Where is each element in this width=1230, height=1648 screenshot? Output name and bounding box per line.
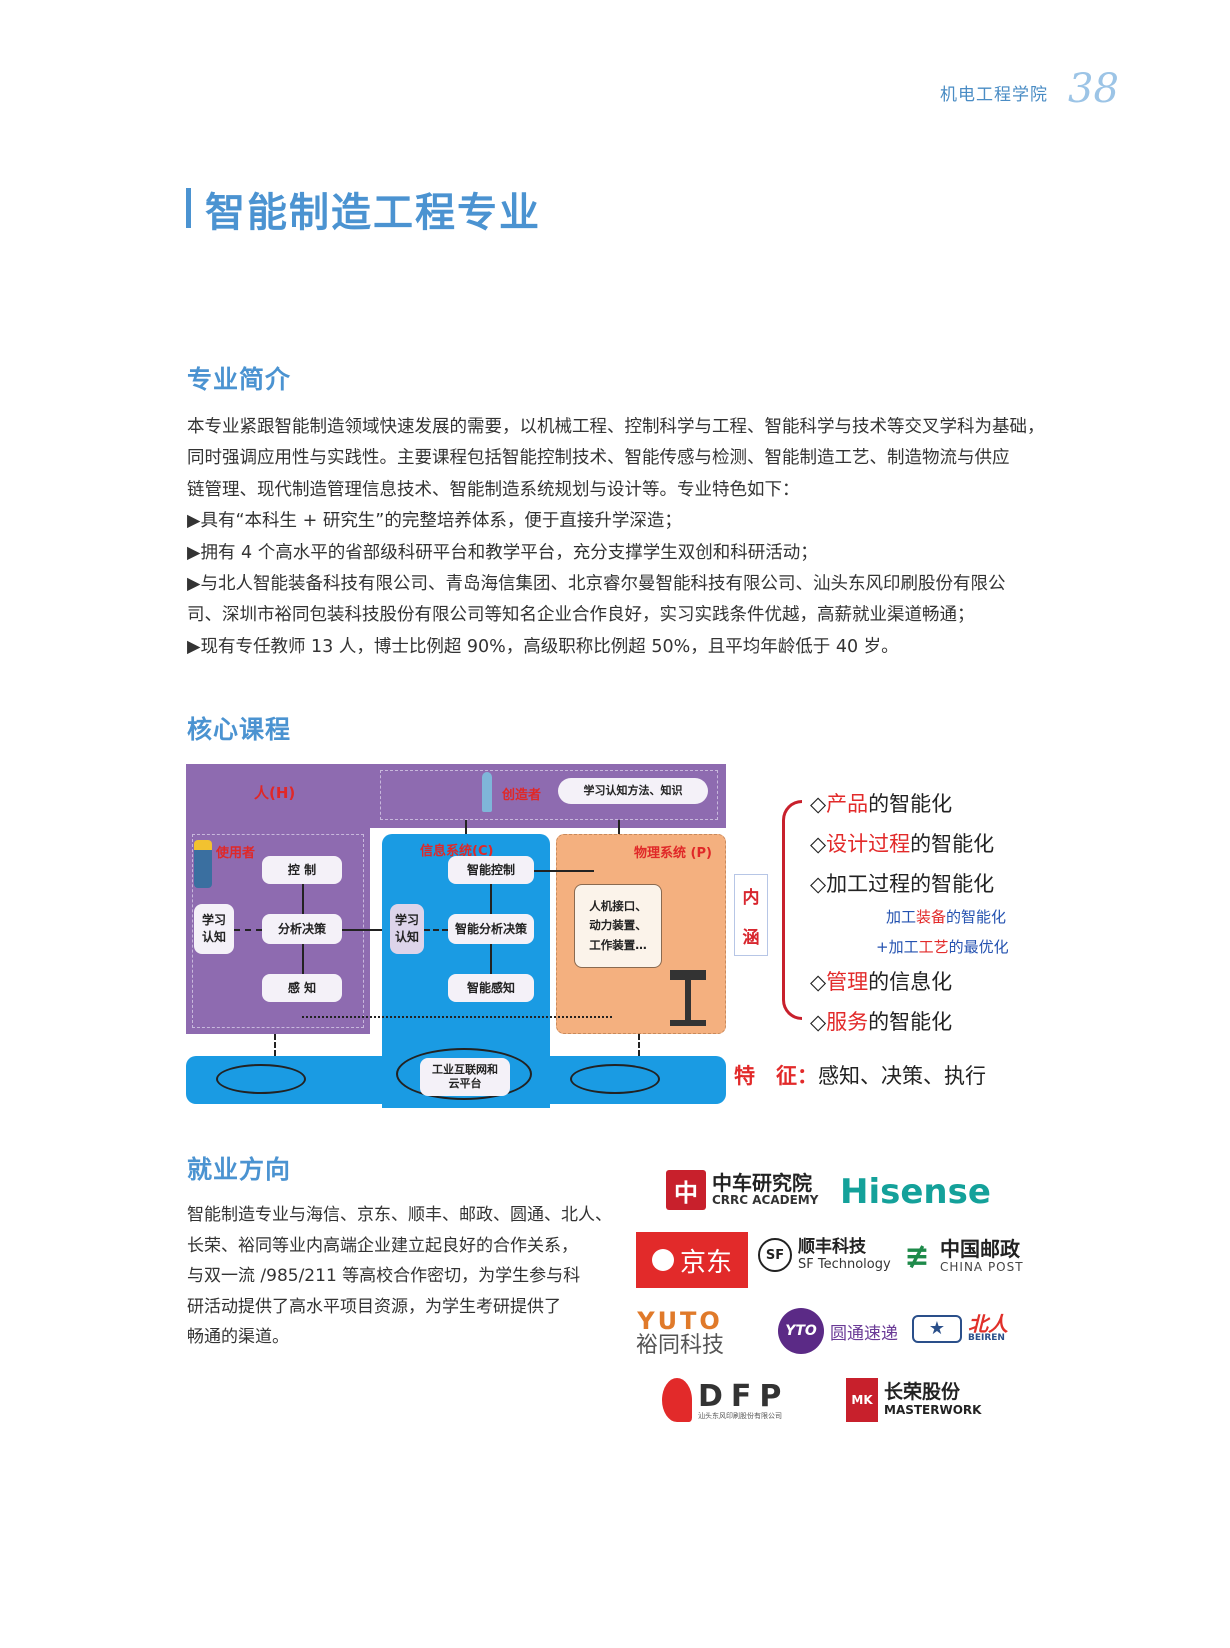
arrow	[490, 884, 492, 914]
human-decision-node: 分析决策	[262, 914, 342, 944]
info-learning-node: 学习 认知	[390, 904, 424, 954]
human-learning-node: 学习 认知	[194, 904, 234, 954]
china-post-mark-icon: ≢	[904, 1238, 930, 1274]
arrow	[638, 1034, 640, 1056]
logo-jd: 京东	[636, 1232, 748, 1288]
jobs-line: 长荣、裕同等业内高端企业建立起良好的合作关系，	[187, 1235, 578, 1256]
info-perception-node: 智能感知	[448, 974, 534, 1002]
machine-tool-icon	[670, 970, 706, 1026]
masterwork-mark-icon: MK	[846, 1378, 878, 1422]
cloud-icon	[570, 1064, 660, 1094]
title-accent-bar	[186, 188, 191, 228]
intro-line: 本专业紧跟智能制造领域快速发展的需要，以机械工程、控制科学与工程、智能科学与技术…	[187, 417, 1045, 437]
section-heading-core: 核心课程	[187, 715, 292, 744]
feature-bullet: ▶拥有 4 个高水平的省部级科研平台和教学平台，充分支撑学生双创和科研活动；	[187, 542, 818, 563]
logo-masterwork: MK 长荣股份 MASTERWORK	[846, 1378, 981, 1422]
connotation-subitem: 加工装备的智能化	[886, 908, 1007, 926]
logo-hisense: Hisense	[840, 1172, 991, 1212]
physical-components-box: 人机接口、 动力装置、 工作装置…	[574, 884, 662, 968]
page-title: 智能制造工程专业	[205, 190, 541, 236]
sf-mark-icon: SF	[758, 1238, 792, 1273]
connotation-item: ◇设计过程的智能化	[810, 832, 995, 856]
crrc-mark-icon: 中	[666, 1170, 706, 1210]
arrow	[302, 944, 304, 974]
worker-figure-icon	[194, 840, 212, 888]
arrow	[302, 884, 304, 914]
creator-dashed-box	[380, 770, 718, 820]
college-name: 机电工程学院	[940, 85, 1048, 105]
arrow	[342, 929, 382, 931]
connotation-label: 内 涵	[734, 874, 768, 956]
cloud-platform-label: 工业互联网和 云平台	[420, 1058, 510, 1096]
arrow	[490, 944, 492, 974]
connotation-item: ◇加工过程的智能化	[810, 872, 995, 896]
user-dashed-box	[192, 834, 364, 1028]
arrow	[618, 820, 620, 834]
jobs-line: 研活动提供了高水平项目资源，为学生考研提供了	[187, 1296, 561, 1317]
intro-line: 同时强调应用性与实践性。主要课程包括智能控制技术、智能传感与检测、智能制造工艺、…	[187, 448, 1010, 469]
creator-label: 创造者	[502, 788, 542, 803]
human-perception-node: 感 知	[262, 974, 342, 1002]
info-system-label: 信息系统(C)	[420, 844, 494, 859]
cloud-icon	[216, 1064, 306, 1094]
logo-yuto: YUTO 裕同科技	[636, 1307, 725, 1359]
connotation-label-bottom: 涵	[742, 927, 760, 948]
logo-beiren: ★ 北人 BEIREN	[912, 1314, 1008, 1343]
connotation-item: ◇服务的智能化	[810, 1010, 953, 1034]
beiren-star-icon: ★	[912, 1314, 962, 1343]
arrow	[274, 1034, 276, 1056]
feature-bullet-cont: 司、深圳市裕同包装科技股份有限公司等知名企业合作良好，实习实践条件优越，高薪就业…	[187, 605, 975, 626]
logo-crrc: 中 中车研究院 CRRC ACADEMY	[666, 1170, 818, 1210]
jobs-line: 畅通的渠道。	[187, 1327, 289, 1347]
intro-line: 链管理、现代制造管理信息技术、智能制造系统规划与设计等。专业特色如下：	[187, 479, 800, 500]
info-control-node: 智能控制	[448, 856, 534, 884]
human-label: 人(H)	[254, 784, 296, 802]
physical-system-label: 物理系统 (P)	[634, 846, 712, 861]
user-label: 使用者	[216, 846, 256, 861]
logo-china-post: ≢ 中国邮政 CHINA POST	[900, 1238, 1024, 1275]
features-line: 特 征：感知、决策、执行	[734, 1064, 986, 1088]
feature-bullet: ▶与北人智能装备科技有限公司、青岛海信集团、北京睿尔曼智能科技有限公司、汕头东风…	[187, 574, 1006, 595]
logo-sf: SF 顺丰科技 SF Technology	[758, 1237, 891, 1273]
info-decision-node: 智能分析决策	[448, 914, 534, 944]
creator-figure-icon	[482, 772, 492, 812]
hcps-diagram: 人(H) 创造者 学习认知方法、知识 使用者 控 制 分析决策 感 知 学习 认…	[186, 764, 726, 1108]
arrow	[234, 929, 262, 931]
cloud-icon	[396, 1048, 532, 1100]
jobs-line: 智能制造专业与海信、京东、顺丰、邮政、圆通、北人、	[187, 1205, 612, 1225]
connotation-label-top: 内	[742, 887, 760, 908]
page-number: 38	[1068, 66, 1119, 112]
feature-bullet: ▶具有“本科生 + 研究生”的完整培养体系，便于直接升学深造；	[187, 511, 682, 532]
human-control-node: 控 制	[262, 856, 342, 884]
feature-bullet: ▶现有专任教师 13 人，博士比例超 90%，高级职称比例超 50%，且平均年龄…	[187, 636, 899, 657]
section-heading-intro: 专业简介	[187, 365, 292, 394]
logo-dfp: DFP 汕头东风印刷股份有限公司	[662, 1378, 789, 1422]
arrow	[534, 870, 594, 872]
yto-mark-icon: YTO	[778, 1308, 824, 1354]
jd-dog-icon	[651, 1249, 674, 1271]
jobs-paragraph: 智能制造专业与海信、京东、顺丰、邮政、圆通、北人、 长荣、裕同等业内高端企业建立…	[187, 1200, 612, 1353]
intro-paragraph: 本专业紧跟智能制造领域快速发展的需要，以机械工程、控制科学与工程、智能科学与技术…	[187, 412, 1047, 663]
brace-bracket	[782, 800, 802, 1020]
arrow	[424, 929, 448, 931]
creator-knowledge-box: 学习认知方法、知识	[558, 778, 708, 804]
section-heading-jobs: 就业方向	[187, 1155, 292, 1184]
jobs-line: 与双一流 /985/211 等高校合作密切，为学生参与科	[187, 1266, 581, 1286]
connotation-subitem: +加工工艺的最优化	[876, 938, 1009, 956]
arrow	[465, 820, 467, 834]
dfp-swoosh-icon	[662, 1378, 692, 1422]
feedback-line	[302, 1016, 612, 1018]
connotation-item: ◇产品的智能化	[810, 792, 953, 816]
connotation-item: ◇管理的信息化	[810, 970, 953, 994]
logo-yto: YTO 圆通速递	[778, 1308, 898, 1354]
